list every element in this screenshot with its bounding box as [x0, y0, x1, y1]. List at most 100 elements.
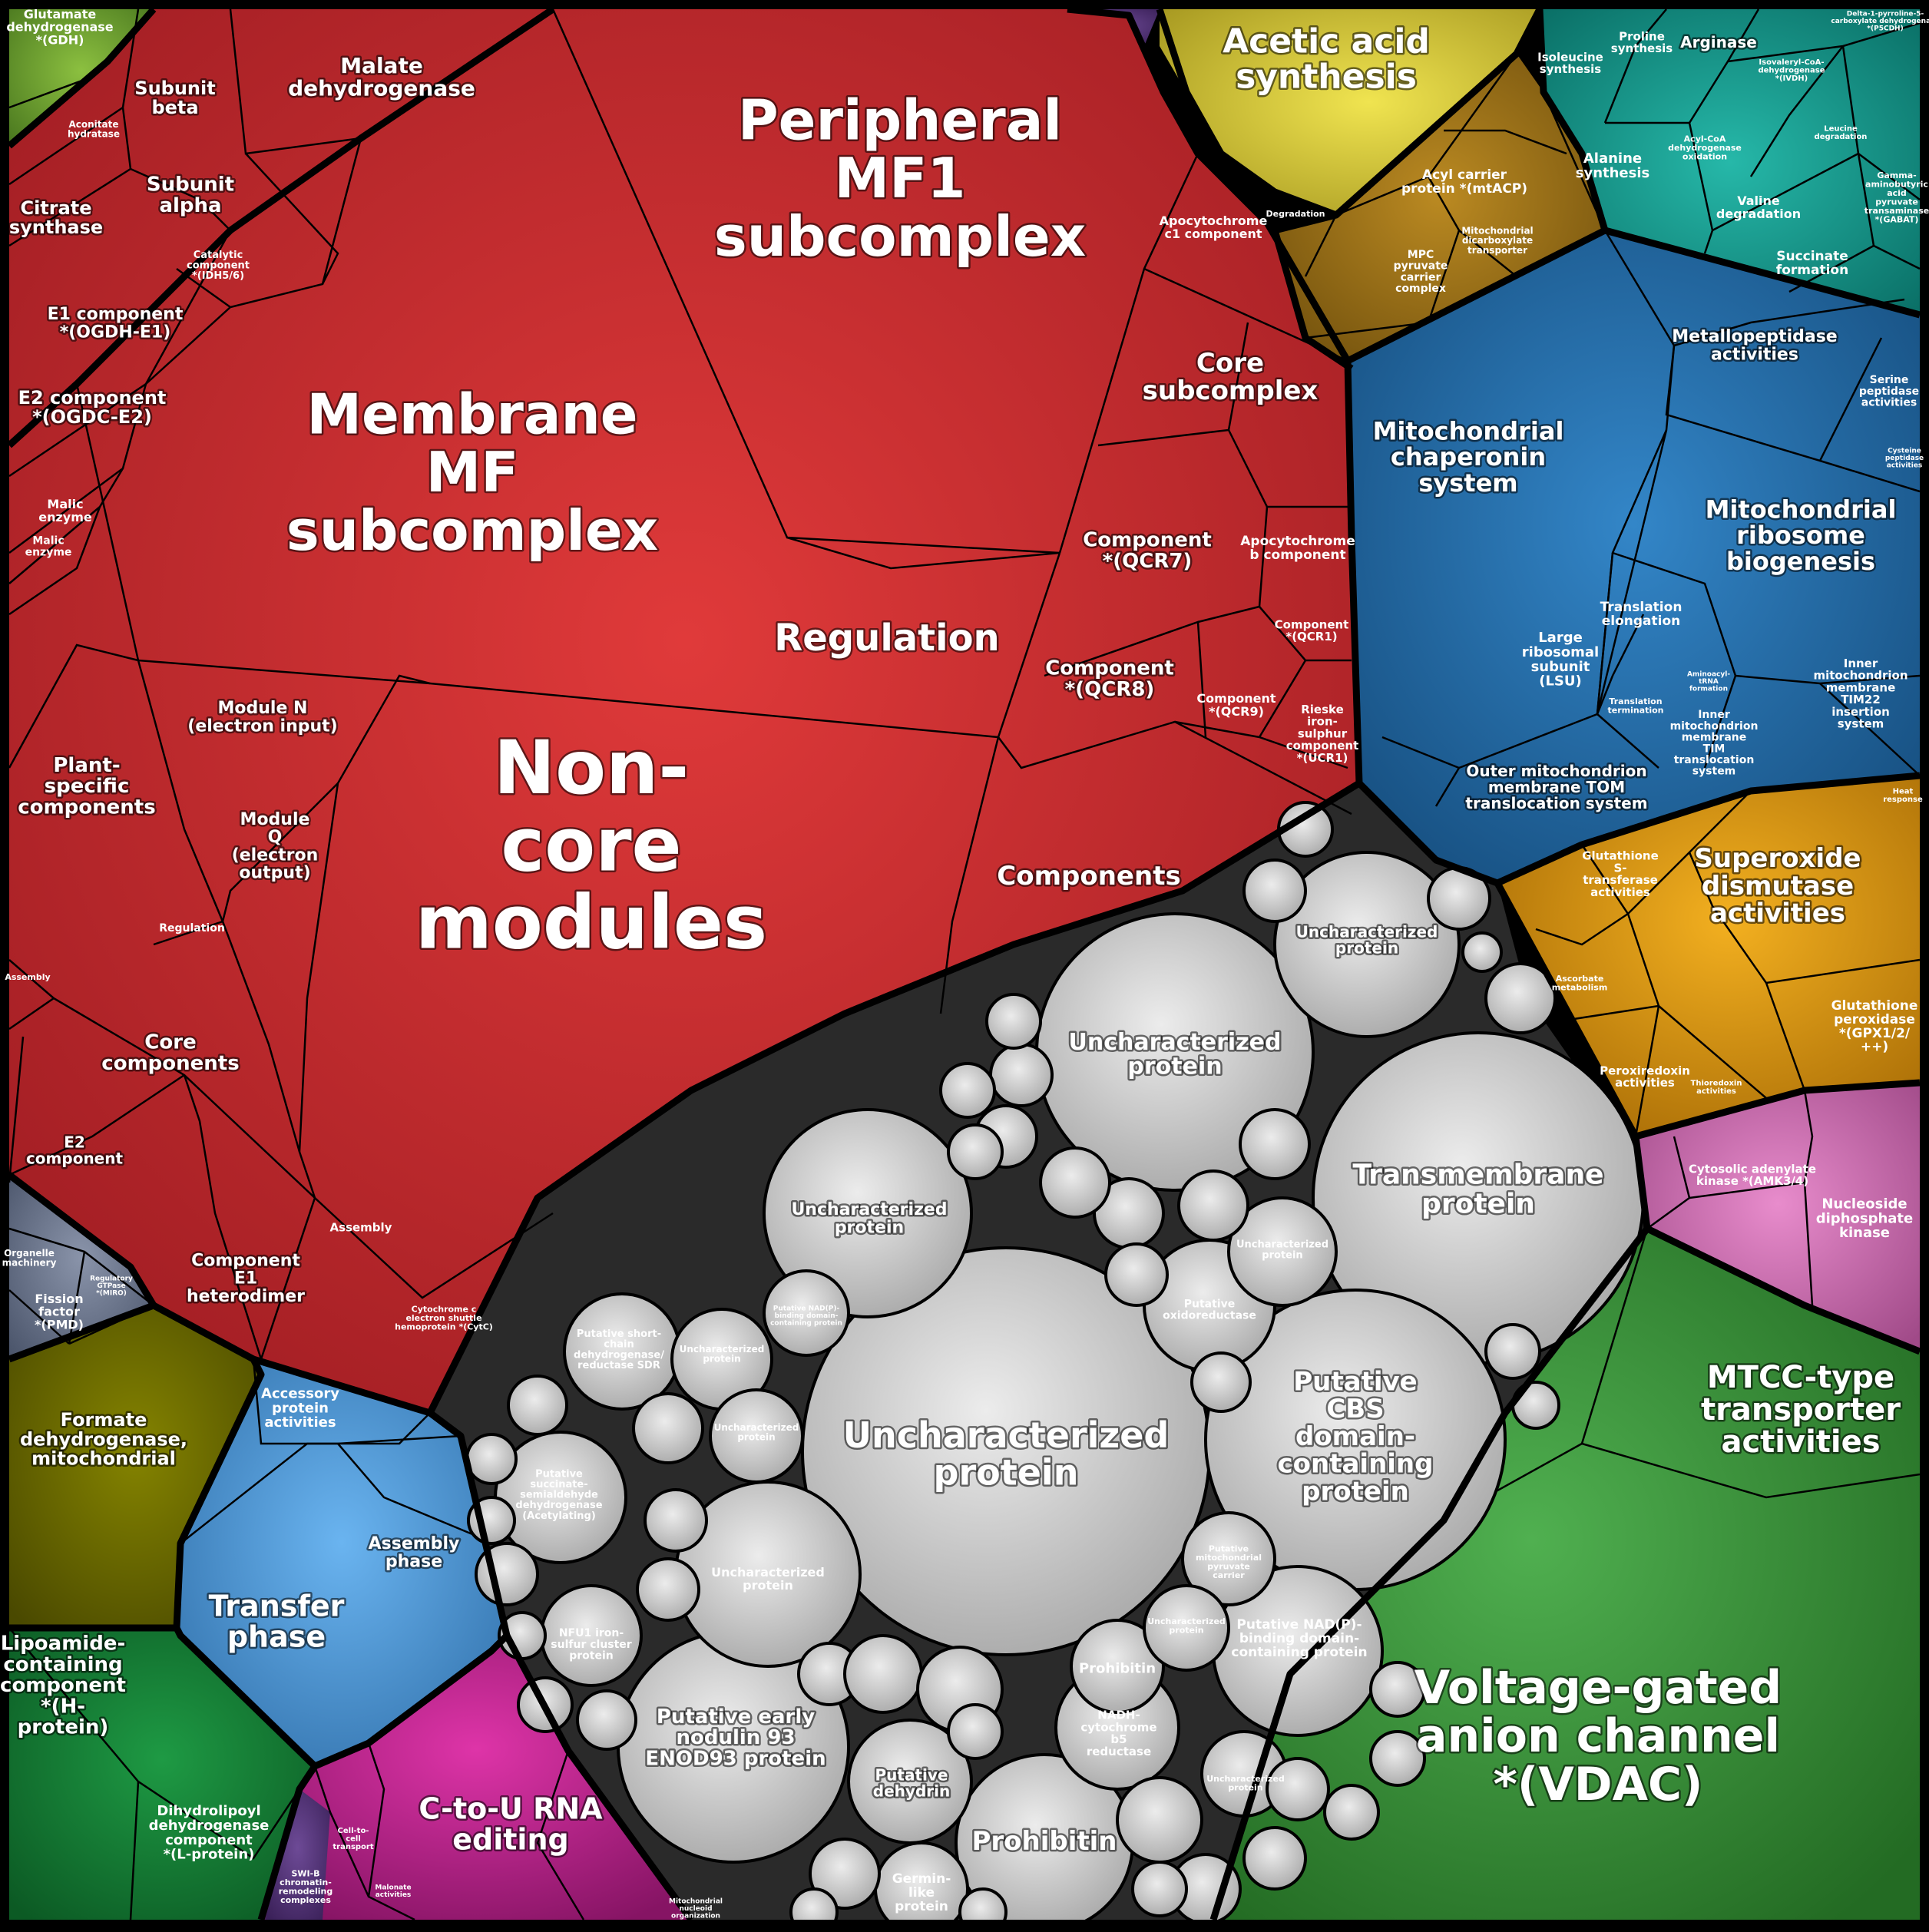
bubble-small — [1242, 858, 1307, 923]
region-olive — [9, 1305, 261, 1628]
bubble-small — [1266, 1757, 1330, 1821]
region-red — [9, 9, 1359, 1413]
region-pink — [1636, 1083, 1920, 1351]
region-magenta — [261, 1636, 691, 1920]
label-regulation: Regulation — [774, 617, 999, 660]
label-degradation: Degradation — [1266, 209, 1325, 219]
label-assembly-small: Assembly — [5, 972, 50, 982]
label-qcr8: Component*(QCR8) — [1045, 657, 1174, 700]
label-e1-ogdh: E1 component*(OGDH-E1) — [48, 305, 184, 342]
label-module-n: Module N(electron input) — [187, 699, 337, 736]
bubble-small — [1484, 1323, 1541, 1380]
bubble-nadp-small[interactable] — [763, 1269, 850, 1357]
label-regulation-small: Regulation — [159, 922, 225, 935]
region-blue — [1348, 230, 1920, 883]
region-orange — [1497, 776, 1920, 1136]
label-components: Components — [997, 861, 1180, 892]
bubble-mito-pyro[interactable] — [1181, 1511, 1276, 1606]
label-b-prohibitin-2: Prohibitin — [1079, 1660, 1156, 1676]
bubble-prohibitin-2[interactable] — [1070, 1619, 1165, 1714]
label-b-nadp-binding: Putative NAD(P)-binding domain-containin… — [1231, 1617, 1367, 1660]
bubble-small — [1239, 1108, 1311, 1180]
bubble-small — [1177, 1169, 1249, 1242]
bubble-small — [809, 1838, 881, 1910]
bubble-small — [507, 1375, 568, 1436]
bubble-uncharacterized-9[interactable] — [1143, 1584, 1230, 1672]
label-b-prohibitin-1: Prohibitin — [971, 1826, 1117, 1857]
region-lightblue — [177, 1359, 507, 1766]
bubble-small — [465, 1433, 518, 1485]
bubble-uncharacterized-7[interactable] — [709, 1388, 804, 1484]
label-qcr7: Component*(QCR7) — [1083, 528, 1212, 572]
bubble-small — [1116, 1776, 1203, 1864]
bubble-uncharacterized-3[interactable] — [1273, 851, 1461, 1038]
bubble-uncharacterized-8[interactable] — [1227, 1196, 1338, 1307]
bubble-small — [843, 1634, 923, 1714]
bubble-small — [939, 1062, 996, 1119]
bubble-small — [576, 1689, 637, 1751]
bubble-uncharacterized-4[interactable] — [763, 1108, 973, 1318]
label-arginase: Arginase — [1680, 33, 1757, 51]
bubble-small — [1461, 931, 1503, 973]
region-yellow — [1160, 9, 1540, 215]
